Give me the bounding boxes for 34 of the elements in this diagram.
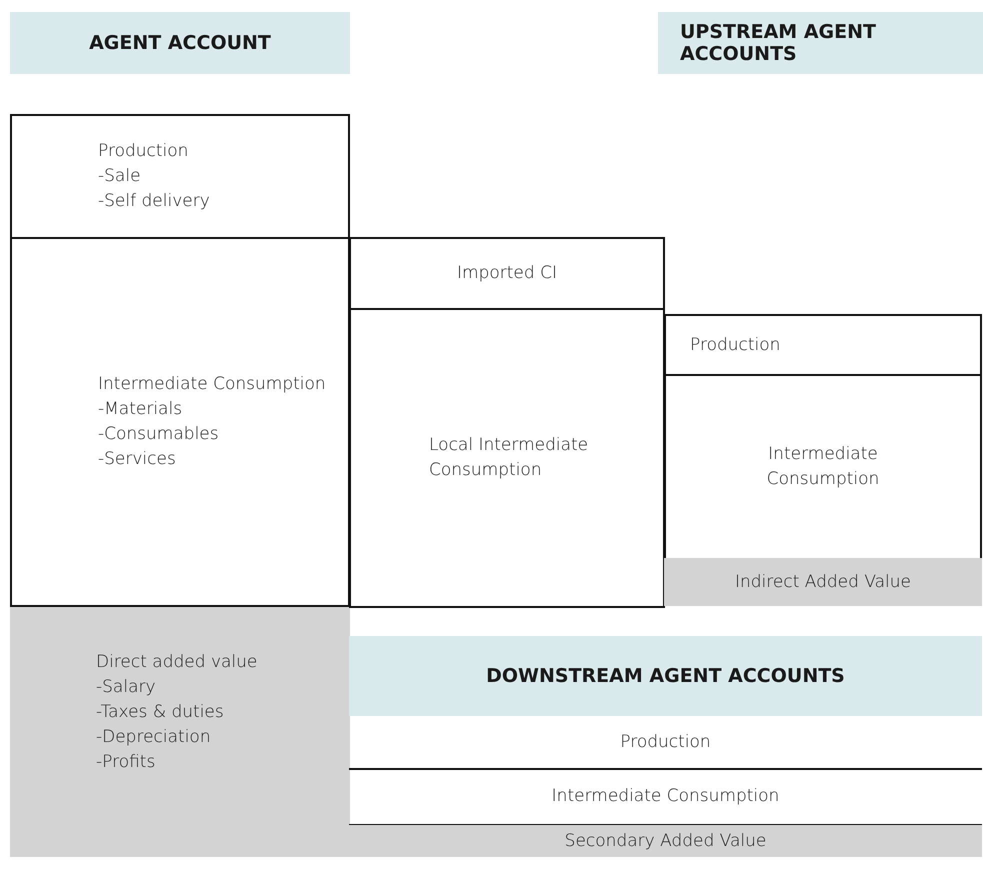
label: Production: [620, 730, 711, 754]
added-value-band: [10, 606, 350, 857]
heading: AGENT ACCOUNT: [89, 32, 271, 54]
list-item: -Self delivery: [98, 190, 210, 213]
account-box: [10, 114, 350, 239]
label: Direct added value: [96, 651, 258, 674]
label: Indirect Added Value: [734, 570, 912, 594]
list-item: -Profits: [96, 751, 156, 774]
label: Intermediate Consumption: [766, 443, 880, 491]
header-band: [658, 12, 983, 74]
account-box: [349, 308, 665, 608]
account-box: [664, 314, 982, 376]
heading: UPSTREAM AGENT ACCOUNTS: [680, 21, 877, 65]
account-box: [10, 237, 350, 607]
label: Secondary Added Value: [564, 830, 766, 852]
added-value-band: [664, 558, 982, 606]
list-item: -Sale: [98, 165, 141, 188]
list-item: -Depreciation: [96, 726, 211, 749]
label: Intermediate Consumption: [98, 373, 326, 396]
label: Production: [690, 334, 780, 356]
label: Production: [98, 140, 188, 163]
account-box: [349, 237, 665, 310]
list-item: -Consumables: [98, 423, 219, 446]
list-item: -Salary: [96, 676, 156, 699]
header-band: [10, 12, 350, 74]
heading: DOWNSTREAM AGENT ACCOUNTS: [486, 665, 845, 687]
label: Local Intermediate Consumption: [429, 434, 590, 482]
header-band: [349, 636, 982, 716]
label: Imported CI: [457, 262, 557, 285]
list-item: -Materials: [98, 398, 182, 421]
added-value-band: [349, 825, 982, 857]
list-item: -Taxes & duties: [96, 701, 224, 724]
label: Intermediate Consumption: [552, 784, 780, 808]
list-item: -Services: [98, 448, 176, 471]
